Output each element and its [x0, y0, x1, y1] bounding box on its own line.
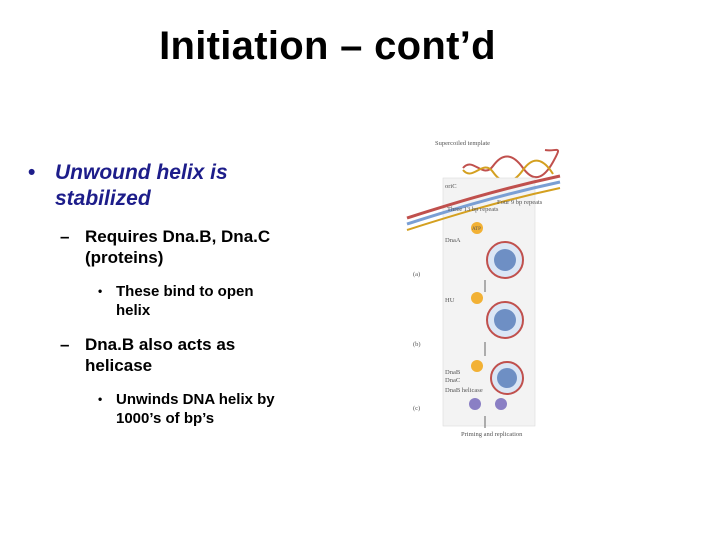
bullet-text: Unwinds DNA helix by 1000’s of bp’s: [116, 391, 275, 427]
bullet-text: Requires Dna.B, Dna.C (proteins): [85, 227, 271, 267]
dnab-helicase-label: DnaB helicase: [445, 387, 483, 394]
bullet-dot-icon: •: [98, 392, 103, 406]
atp-icon: [471, 360, 483, 372]
helicase-icon: [469, 398, 481, 410]
hu-label: HU: [445, 297, 455, 304]
dash-icon: –: [60, 335, 70, 354]
dnab-label: DnaB: [445, 369, 461, 376]
bullet-dot-icon: •: [98, 284, 103, 298]
atp-icon: [471, 222, 483, 234]
replication-initiation-figure: Supercoiled template oriC Three 13 bp re…: [406, 140, 561, 438]
bullet-dot-icon: •: [28, 161, 36, 184]
atp-icon: [471, 292, 483, 304]
bullet-level2: – Requires Dna.B, Dna.C (proteins): [28, 226, 278, 268]
dnac-label: DnaC: [445, 377, 460, 384]
dnaa-label: DnaA: [445, 237, 461, 244]
bullet-level2: – Dna.B also acts as helicase: [28, 334, 278, 376]
three-13bp-label: Three 13 bp repeats: [447, 206, 499, 213]
supercoiled-dna-icon: [462, 148, 560, 178]
four-9bp-label: Four 9 bp repeats: [497, 199, 543, 206]
oric-label: oriC: [445, 183, 457, 190]
atp-label: ATP: [472, 227, 481, 232]
bullet-text: Dna.B also acts as helicase: [85, 335, 236, 375]
dash-icon: –: [60, 227, 70, 246]
bullet-level1: • Unwound helix is stabilized: [28, 160, 278, 212]
slide-title: Initiation – cont’d: [159, 24, 496, 68]
bullet-list: • Unwound helix is stabilized – Requires…: [28, 160, 278, 428]
bullet-level3: • Unwinds DNA helix by 1000’s of bp’s: [28, 390, 278, 428]
panel-b-label: (b): [413, 341, 421, 348]
bullet-text: Unwound helix is stabilized: [55, 161, 228, 210]
panel-c-label: (c): [413, 405, 420, 412]
bullet-level3: • These bind to open helix: [28, 282, 278, 320]
supercoiled-label: Supercoiled template: [435, 140, 490, 147]
helicase-icon: [495, 398, 507, 410]
panel-a-label: (a): [413, 271, 420, 278]
priming-label: Priming and replication: [461, 431, 523, 438]
bullet-text: These bind to open helix: [116, 283, 254, 319]
